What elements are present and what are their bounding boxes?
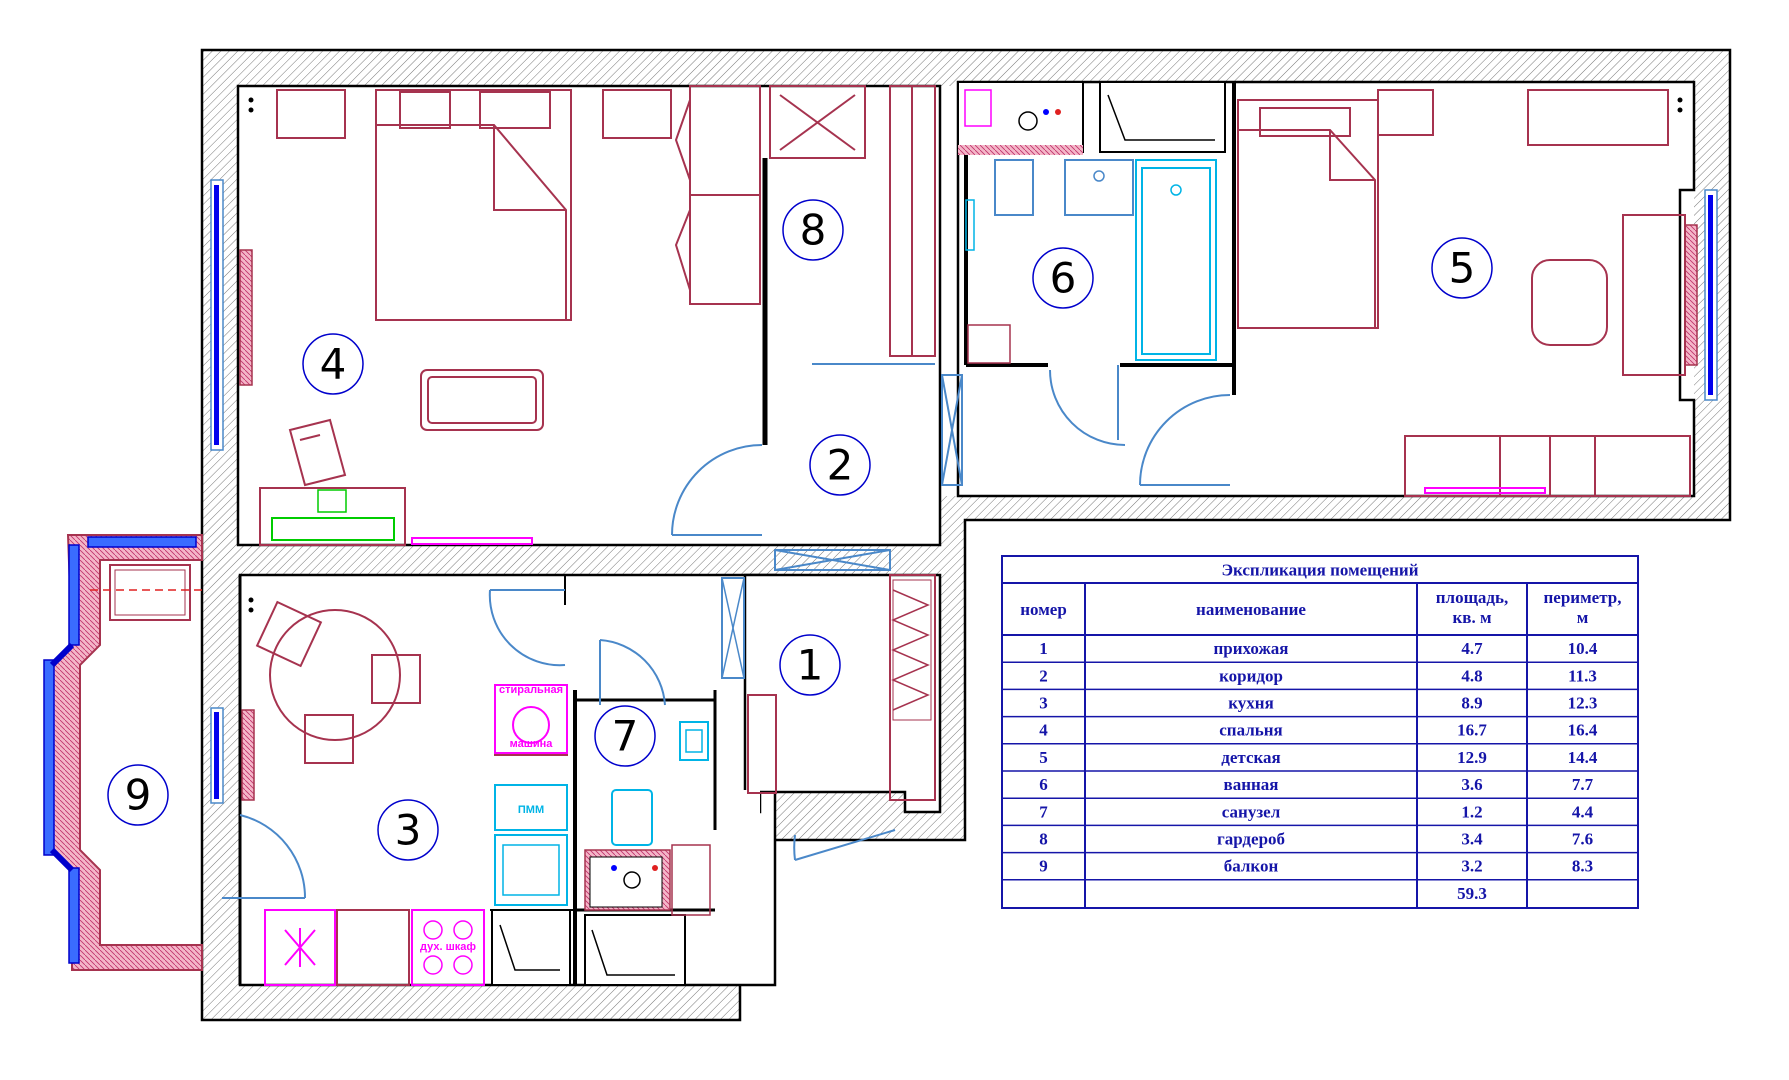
table-cell: 16.7 <box>1457 721 1487 740</box>
table-cell: 12.9 <box>1457 748 1487 767</box>
table-cell: 8.3 <box>1572 857 1593 876</box>
table-cell: 10.4 <box>1568 639 1598 658</box>
table-cell: спальня <box>1219 721 1283 740</box>
room-label-3: 3 <box>377 799 439 861</box>
childroom-furniture <box>1237 89 1691 497</box>
room-number-2: 2 <box>827 441 854 490</box>
room-label-4: 4 <box>302 333 364 395</box>
room-label-2: 2 <box>809 434 871 496</box>
room-label-8: 8 <box>782 199 844 261</box>
table-cell: 3.2 <box>1461 857 1482 876</box>
bedroom-desk-items <box>248 97 533 545</box>
room-label-1: 1 <box>779 634 841 696</box>
table-cell: 16.4 <box>1568 721 1598 740</box>
table-cell: 12.3 <box>1568 694 1598 713</box>
room-number-7: 7 <box>612 712 639 761</box>
table-cell: коридор <box>1219 666 1283 685</box>
table-header-0: номер <box>1020 600 1067 619</box>
bedroom-furniture <box>259 85 936 546</box>
table-cell: 9 <box>1039 857 1048 876</box>
table-header-1: наименование <box>1196 600 1306 619</box>
room-number-4: 4 <box>320 340 347 389</box>
childroom-dots <box>1677 97 1683 113</box>
balcony <box>43 534 203 971</box>
table-cell: 6 <box>1039 775 1048 794</box>
table-cell: 8 <box>1039 830 1048 849</box>
room-label-5: 5 <box>1431 237 1493 299</box>
table-cell: 14.4 <box>1568 748 1598 767</box>
entrance-fixtures <box>721 574 936 861</box>
table-cell: 4.4 <box>1572 802 1594 821</box>
table-cell: кухня <box>1228 694 1274 713</box>
room-number-1: 1 <box>797 641 824 690</box>
table-body: 1 прихожая 4.7 10.4 2 коридор 4.8 11.3 3 кухня 8.9… <box>1002 639 1638 903</box>
room-label-6: 6 <box>1032 247 1094 309</box>
table-cell: 3 <box>1039 694 1048 713</box>
table-cell: 4.7 <box>1461 639 1483 658</box>
table-title: Экспликация помещений <box>1221 561 1418 580</box>
washer-label-1: стиральная <box>499 684 563 696</box>
table-cell: 7 <box>1039 802 1048 821</box>
table-cell: 7.7 <box>1572 775 1594 794</box>
table-cell: санузел <box>1222 802 1281 821</box>
toilet-fixtures <box>584 639 711 986</box>
table-cell: 3.4 <box>1461 830 1483 849</box>
table-cell: 2 <box>1039 666 1048 685</box>
room-label-7: 7 <box>594 705 656 767</box>
table-cell: гардероб <box>1217 830 1285 849</box>
oven-label: дух. шкаф <box>420 941 476 953</box>
corridor-doors <box>671 363 963 571</box>
table-cell: 1.2 <box>1461 802 1482 821</box>
table-cell: 3.6 <box>1461 775 1482 794</box>
table-cell: 4 <box>1039 721 1048 740</box>
washer-label-2: машина <box>510 738 554 750</box>
room-number-6: 6 <box>1050 254 1077 303</box>
table-cell: 5 <box>1039 748 1048 767</box>
table-header-3: периметр,м <box>1544 588 1622 627</box>
table-cell: 4.8 <box>1461 666 1482 685</box>
windows <box>210 179 1718 804</box>
table-total-cell: 59.3 <box>1457 884 1487 903</box>
table-cell: балкон <box>1224 857 1279 876</box>
room-number-5: 5 <box>1449 244 1476 293</box>
table-cell: ванная <box>1224 775 1279 794</box>
explication-table: Экспликация помещений номер наименование п… <box>1001 555 1639 909</box>
room-labels: 1 2 3 4 5 6 7 8 9 <box>107 199 1493 861</box>
table-cell: прихожая <box>1214 639 1289 658</box>
bathroom-fixtures <box>957 81 1231 486</box>
table-header-2: площадь,кв. м <box>1436 588 1509 627</box>
table-cell: 7.6 <box>1572 830 1593 849</box>
table-cell: 1 <box>1039 639 1048 658</box>
table-headers: номер наименование площадь,кв. м периметр,м <box>1020 588 1621 627</box>
room-number-9: 9 <box>125 771 152 820</box>
room-label-9: 9 <box>107 764 169 826</box>
table-cell: 8.9 <box>1461 694 1482 713</box>
dishwasher-label: ПММ <box>518 804 544 816</box>
room-number-8: 8 <box>800 206 827 255</box>
room-number-3: 3 <box>395 806 422 855</box>
kitchen-appliances: стиральная машина ПММ дух. шкаф <box>222 589 571 986</box>
table-cell: детская <box>1221 748 1280 767</box>
table-cell: 11.3 <box>1568 666 1597 685</box>
